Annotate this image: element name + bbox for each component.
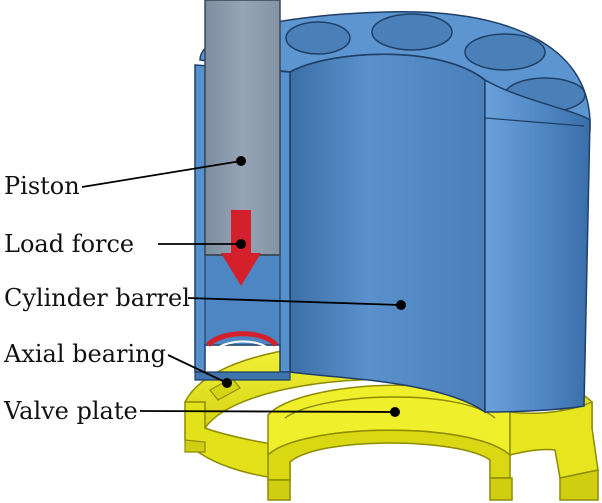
label-load-force: Load force bbox=[4, 230, 134, 258]
label-axial-bearing: Axial bearing bbox=[3, 340, 166, 368]
label-valve-plate: Valve plate bbox=[3, 397, 138, 425]
leader-endpoints bbox=[222, 156, 406, 417]
leader-dot-axial-bearing bbox=[222, 378, 232, 388]
leader-dot-piston bbox=[236, 156, 246, 166]
label-cylinder-barrel: Cylinder barrel bbox=[4, 284, 190, 312]
label-piston: Piston bbox=[4, 172, 80, 200]
leader-valve-plate bbox=[139, 410, 396, 413]
leader-cylinder-barrel bbox=[187, 297, 402, 306]
leader-dot-load-force bbox=[236, 239, 246, 249]
leader-piston bbox=[81, 160, 242, 188]
leader-lines bbox=[81, 160, 402, 413]
leader-dot-valve-plate bbox=[390, 407, 400, 417]
leader-axial-bearing bbox=[167, 354, 228, 384]
axial-bearing-shape bbox=[206, 331, 278, 353]
leader-dot-cylinder-barrel bbox=[396, 300, 406, 310]
